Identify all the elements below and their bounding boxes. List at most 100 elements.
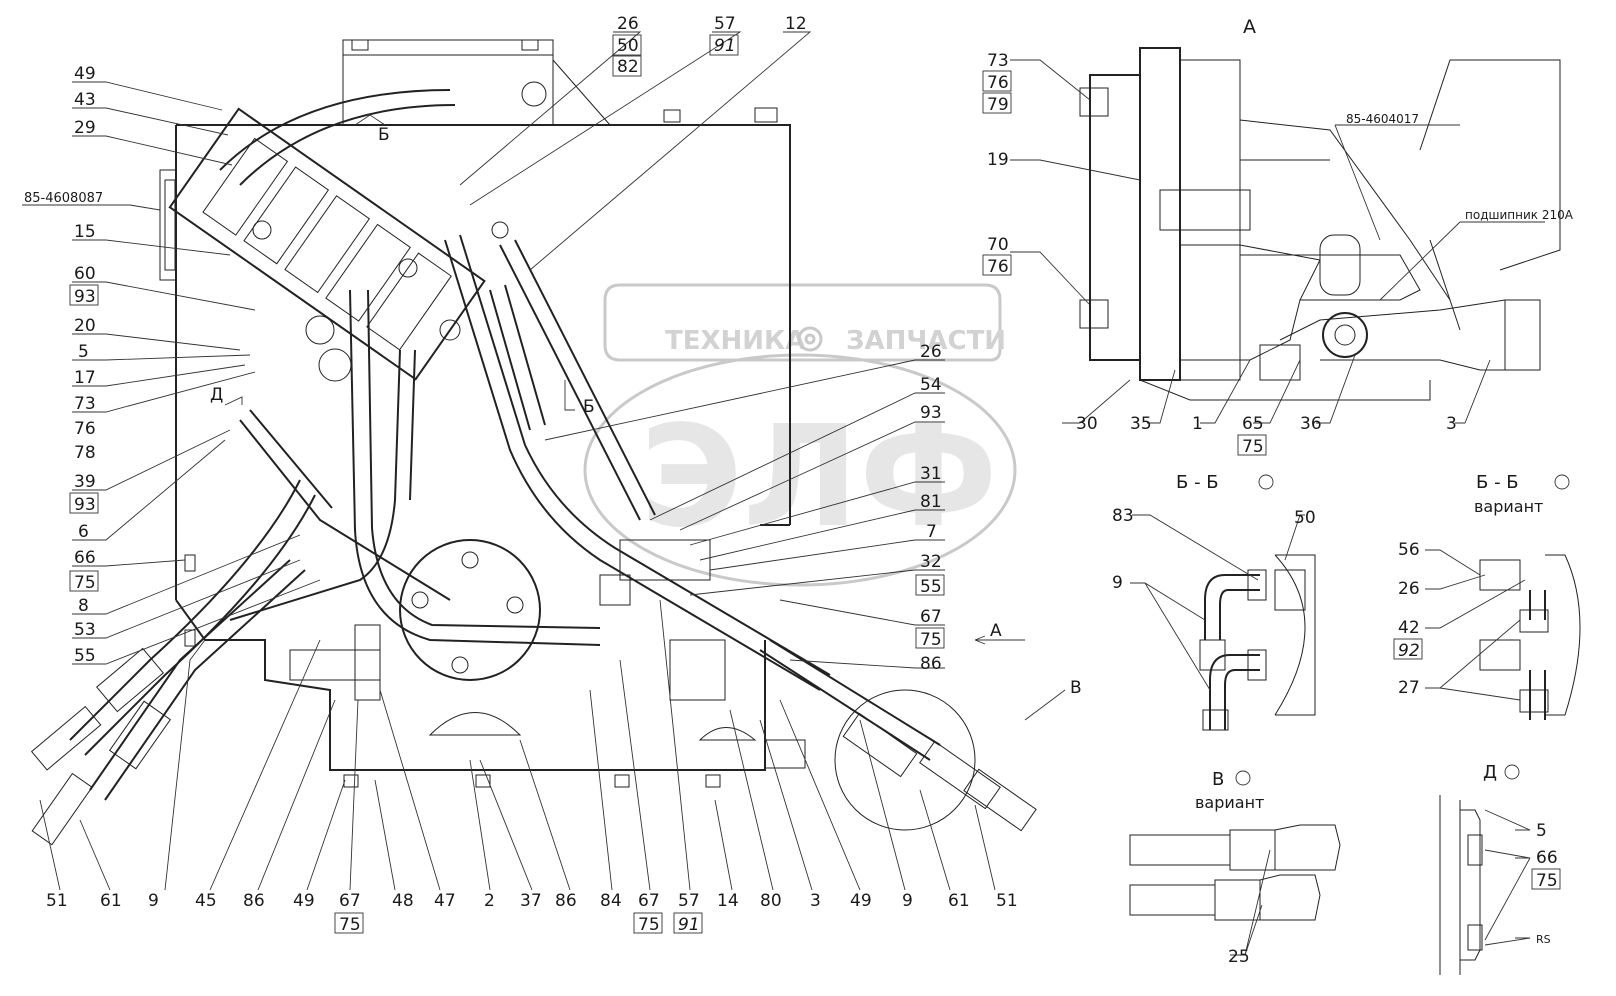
label-39: 39 bbox=[74, 472, 96, 492]
view-a-part-number: 85-4604017 bbox=[1346, 112, 1419, 126]
label-2-bottom: 2 bbox=[484, 891, 495, 911]
label-57-top: 57 bbox=[714, 14, 736, 34]
label-17: 17 bbox=[74, 368, 96, 388]
label-57-bottom: 57 bbox=[678, 891, 700, 911]
label-81-right: 81 bbox=[920, 492, 942, 512]
view-a-label-70: 70 bbox=[987, 235, 1009, 255]
label-15: 15 bbox=[74, 222, 96, 242]
view-a-bearing-note: подшипник 210А bbox=[1465, 208, 1574, 222]
label-73: 73 bbox=[74, 394, 96, 414]
label-61-bottom: 61 bbox=[100, 891, 122, 911]
label-55-right: 55 bbox=[920, 577, 942, 597]
label-86-bottom-b: 86 bbox=[555, 891, 577, 911]
section-bb-label-50: 50 bbox=[1294, 508, 1316, 528]
gear-icon bbox=[797, 326, 823, 352]
bottom-labels: 51 61 9 45 86 49 67 75 48 47 2 37 86 84 … bbox=[39, 599, 1018, 935]
label-5: 5 bbox=[78, 342, 89, 362]
view-a-title: А bbox=[1243, 16, 1256, 38]
label-31-right: 31 bbox=[920, 464, 942, 484]
label-93b: 93 bbox=[74, 495, 96, 515]
label-53: 53 bbox=[74, 620, 96, 640]
label-75-bottom-b: 75 bbox=[638, 915, 660, 935]
label-91-top: 91 bbox=[714, 36, 736, 56]
label-75: 75 bbox=[74, 573, 96, 593]
marker-d: Д bbox=[210, 385, 223, 405]
label-12-top: 12 bbox=[785, 14, 807, 34]
label-82-top: 82 bbox=[617, 57, 639, 77]
view-a-label-79: 79 bbox=[987, 95, 1009, 115]
bb-variant-label-92: 92 bbox=[1398, 641, 1420, 661]
view-a-label-75: 75 bbox=[1242, 437, 1264, 457]
view-d-title: Д bbox=[1483, 762, 1497, 783]
label-93-right: 93 bbox=[920, 403, 942, 423]
view-a-label-35: 35 bbox=[1130, 414, 1152, 434]
watermark-brand-right: ЗАПЧАСТИ bbox=[846, 326, 1006, 356]
top-labels: 26 50 82 57 91 12 bbox=[459, 14, 812, 271]
label-67-right: 67 bbox=[920, 607, 942, 627]
view-a-label-76b: 76 bbox=[987, 257, 1009, 277]
label-66: 66 bbox=[74, 548, 96, 568]
label-86-bottom-a: 86 bbox=[243, 891, 265, 911]
marker-a-arrow: А bbox=[990, 621, 1002, 641]
label-84-bottom: 84 bbox=[600, 891, 622, 911]
marker-v: В bbox=[1070, 678, 1082, 698]
label-48-bottom: 48 bbox=[392, 891, 414, 911]
bb-variant-label-56: 56 bbox=[1398, 540, 1420, 560]
section-bb-variant: Б - Б вариант 56 26 42 92 27 bbox=[1393, 472, 1581, 720]
view-a: А 73 76 79 19 70 76 30 35 1 65 75 36 3 8… bbox=[982, 16, 1574, 457]
watermark-brand-left: ТЕХНИКА bbox=[665, 326, 805, 356]
marker-b-mid: Б bbox=[583, 397, 595, 417]
label-61-bottom-b: 61 bbox=[948, 891, 970, 911]
watermark-logo: ЭЛФ bbox=[640, 396, 998, 559]
view-a-label-3: 3 bbox=[1446, 414, 1457, 434]
label-76: 76 bbox=[74, 419, 96, 439]
view-v: В вариант 25 bbox=[1129, 769, 1341, 967]
label-37-bottom: 37 bbox=[520, 891, 542, 911]
view-a-label-73: 73 bbox=[987, 51, 1009, 71]
view-a-label-36: 36 bbox=[1300, 414, 1322, 434]
label-9-bottom-b: 9 bbox=[902, 891, 913, 911]
section-bb-label-83: 83 bbox=[1112, 506, 1134, 526]
label-8: 8 bbox=[78, 596, 89, 616]
view-v-title: В bbox=[1212, 769, 1224, 790]
label-45-bottom: 45 bbox=[195, 891, 217, 911]
label-47-bottom: 47 bbox=[434, 891, 456, 911]
bb-variant-label-27: 27 bbox=[1398, 678, 1420, 698]
bb-variant-label-42: 42 bbox=[1398, 618, 1420, 638]
label-49: 49 bbox=[74, 64, 96, 84]
section-bb-label-9: 9 bbox=[1112, 573, 1123, 593]
label-86-right: 86 bbox=[920, 654, 942, 674]
label-80-bottom: 80 bbox=[760, 891, 782, 911]
label-54-right: 54 bbox=[920, 375, 942, 395]
section-bb-title: Б - Б bbox=[1176, 472, 1219, 493]
view-a-label-1: 1 bbox=[1192, 414, 1203, 434]
label-9-bottom: 9 bbox=[148, 891, 159, 911]
label-3-bottom: 3 bbox=[810, 891, 821, 911]
view-a-label-65: 65 bbox=[1242, 414, 1264, 434]
label-14-bottom: 14 bbox=[717, 891, 739, 911]
label-20: 20 bbox=[74, 316, 96, 336]
view-d-label-5: 5 bbox=[1536, 821, 1547, 841]
label-26-right: 26 bbox=[920, 342, 942, 362]
view-d-label-75: 75 bbox=[1536, 871, 1558, 891]
label-91-bottom: 91 bbox=[678, 915, 700, 935]
view-a-label-19: 19 bbox=[987, 150, 1009, 170]
label-93: 93 bbox=[74, 287, 96, 307]
left-labels: 49 43 29 85-4608087 15 60 93 20 5 17 73 … bbox=[22, 64, 321, 666]
label-6: 6 bbox=[78, 522, 89, 542]
label-55: 55 bbox=[74, 646, 96, 666]
label-60: 60 bbox=[74, 264, 96, 284]
variant-word-1: вариант bbox=[1474, 497, 1543, 516]
main-assembly-view: Б Б Д А В bbox=[30, 39, 1082, 846]
watermark: ТЕХНИКА ЗАПЧАСТИ ЭЛФ bbox=[583, 283, 1017, 587]
label-75-bottom-a: 75 bbox=[339, 915, 361, 935]
label-85-4608087: 85-4608087 bbox=[24, 191, 103, 206]
label-78: 78 bbox=[74, 443, 96, 463]
marker-b-top: Б bbox=[378, 125, 390, 145]
label-26-top: 26 bbox=[617, 14, 639, 34]
right-labels: 26 54 93 31 81 7 32 55 67 75 86 bbox=[544, 342, 945, 674]
view-a-label-76: 76 bbox=[987, 73, 1009, 93]
variant-word-2: вариант bbox=[1195, 793, 1264, 812]
label-7-right: 7 bbox=[926, 522, 937, 542]
label-29: 29 bbox=[74, 118, 96, 138]
